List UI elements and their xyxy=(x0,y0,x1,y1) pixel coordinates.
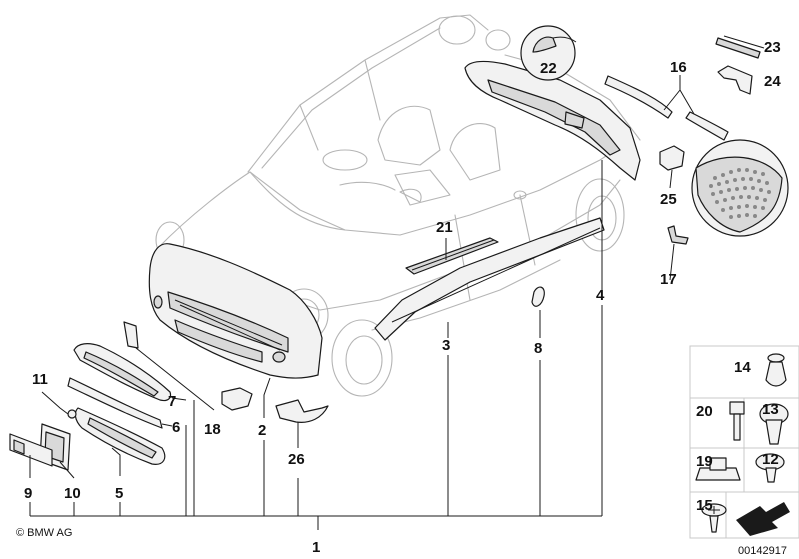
callout-7: 7 xyxy=(168,393,176,410)
callout-6: 6 xyxy=(172,419,180,436)
callout-25: 25 xyxy=(660,191,677,208)
callout-11: 11 xyxy=(32,371,48,388)
bracket-17 xyxy=(667,225,689,245)
bolt-20 xyxy=(729,401,745,441)
clip-25 xyxy=(659,145,685,171)
copyright-notice: © BMW AG xyxy=(16,527,72,539)
fastener-panel xyxy=(689,345,799,539)
cap-12 xyxy=(755,453,785,483)
expanding-rivet-13 xyxy=(759,403,789,445)
strip-26 xyxy=(275,399,329,423)
arrow-symbol xyxy=(736,502,790,536)
screw-15 xyxy=(701,503,727,533)
callout-24: 24 xyxy=(764,73,781,90)
callout-13: 13 xyxy=(762,401,779,418)
callout-5: 5 xyxy=(115,485,123,502)
leader-lines xyxy=(29,75,695,530)
callout-16: 16 xyxy=(670,59,687,76)
callout-17: 17 xyxy=(660,271,677,288)
callout-8: 8 xyxy=(534,340,542,357)
push-rivet-14 xyxy=(765,353,787,387)
grommet-11 xyxy=(67,409,77,419)
callout-labels: 1 2 3 4 5 6 7 8 9 10 11 12 13 14 15 16 1… xyxy=(24,39,781,556)
parts xyxy=(9,25,789,471)
callout-15: 15 xyxy=(696,497,713,514)
callout-3: 3 xyxy=(442,337,450,354)
callout-22: 22 xyxy=(540,60,557,77)
clip-23 xyxy=(715,37,761,59)
callout-23: 23 xyxy=(764,39,781,56)
callout-2: 2 xyxy=(258,422,266,439)
callout-4: 4 xyxy=(596,287,605,304)
detail-inset-22 xyxy=(520,25,576,81)
callout-9: 9 xyxy=(24,485,32,502)
front-bumper xyxy=(148,243,323,379)
callout-20: 20 xyxy=(696,403,713,420)
callout-19: 19 xyxy=(696,453,713,470)
callout-26: 26 xyxy=(288,451,305,468)
nut-clip-19 xyxy=(695,457,741,481)
cap-8 xyxy=(531,286,545,307)
image-number: 00142917 xyxy=(738,545,787,557)
callout-10: 10 xyxy=(64,485,81,502)
callout-12: 12 xyxy=(762,451,779,468)
pad-near-7 xyxy=(221,387,253,411)
strip-6 xyxy=(67,377,163,429)
callout-1: 1 xyxy=(312,539,320,556)
trim-16-lower xyxy=(685,111,729,141)
callout-14: 14 xyxy=(734,359,751,376)
bracket-24 xyxy=(717,65,753,95)
side-skirt xyxy=(374,217,605,341)
callout-21: 21 xyxy=(436,219,453,236)
callout-18: 18 xyxy=(204,421,221,438)
trim-16-upper xyxy=(604,75,673,119)
trim-18 xyxy=(123,321,139,349)
